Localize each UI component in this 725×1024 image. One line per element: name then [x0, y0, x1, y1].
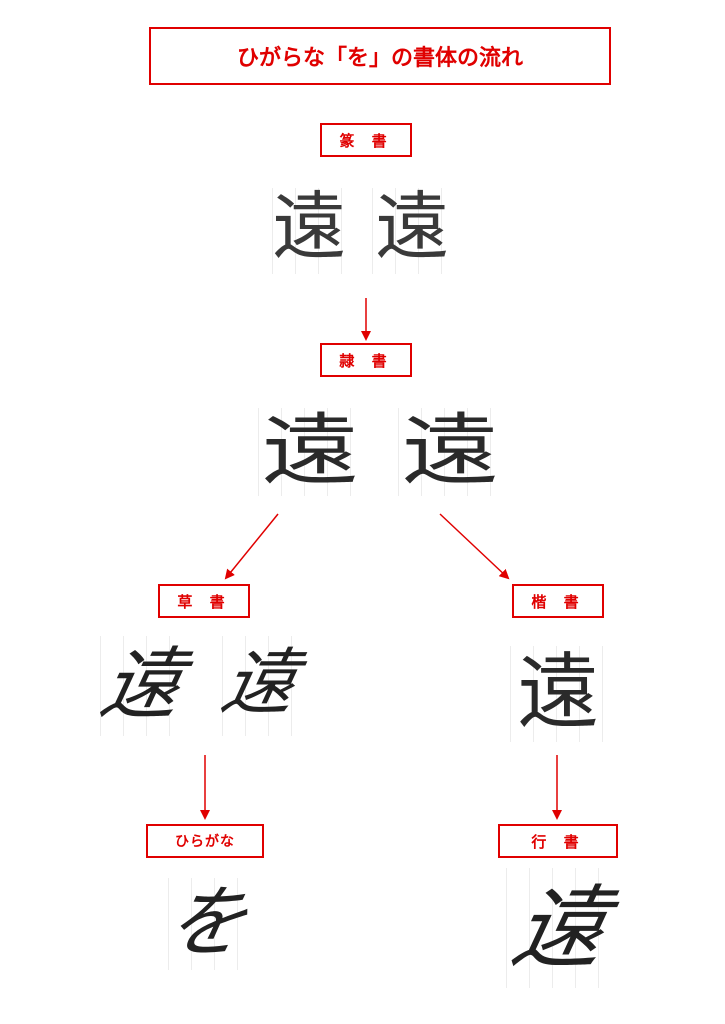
- glyph-tensho-2: 遠: [375, 184, 449, 270]
- paper-reisho-1: [258, 408, 362, 496]
- glyph-tensho-1: 遠: [272, 184, 346, 270]
- paper-hiragana: [168, 878, 240, 970]
- paper-tensho-1: [272, 188, 344, 274]
- paper-kaisho: [510, 646, 606, 742]
- arrow-reisho-to-sosho: [224, 513, 279, 580]
- paper-gyosho: [506, 868, 614, 988]
- paper-tensho-2: [372, 188, 452, 274]
- arrow-reisho-to-kaisho: [439, 513, 510, 580]
- glyph-reisho-1: 遠: [261, 406, 359, 496]
- paper-reisho-2: [398, 408, 502, 496]
- label-gyosho: 行 書: [498, 824, 618, 858]
- label-sosho: 草 書: [158, 584, 250, 618]
- page-title: ひがらな「を」の書体の流れ: [149, 27, 611, 85]
- paper-sosho-1: [100, 636, 184, 736]
- label-kaisho: 楷 書: [512, 584, 604, 618]
- glyph-kaisho: 遠: [516, 645, 599, 740]
- glyph-reisho-2: 遠: [401, 406, 499, 496]
- label-hiragana: ひらがな: [146, 824, 264, 858]
- paper-sosho-2: [222, 636, 294, 736]
- label-reisho: 隷 書: [320, 343, 412, 377]
- label-tensho: 篆 書: [320, 123, 412, 157]
